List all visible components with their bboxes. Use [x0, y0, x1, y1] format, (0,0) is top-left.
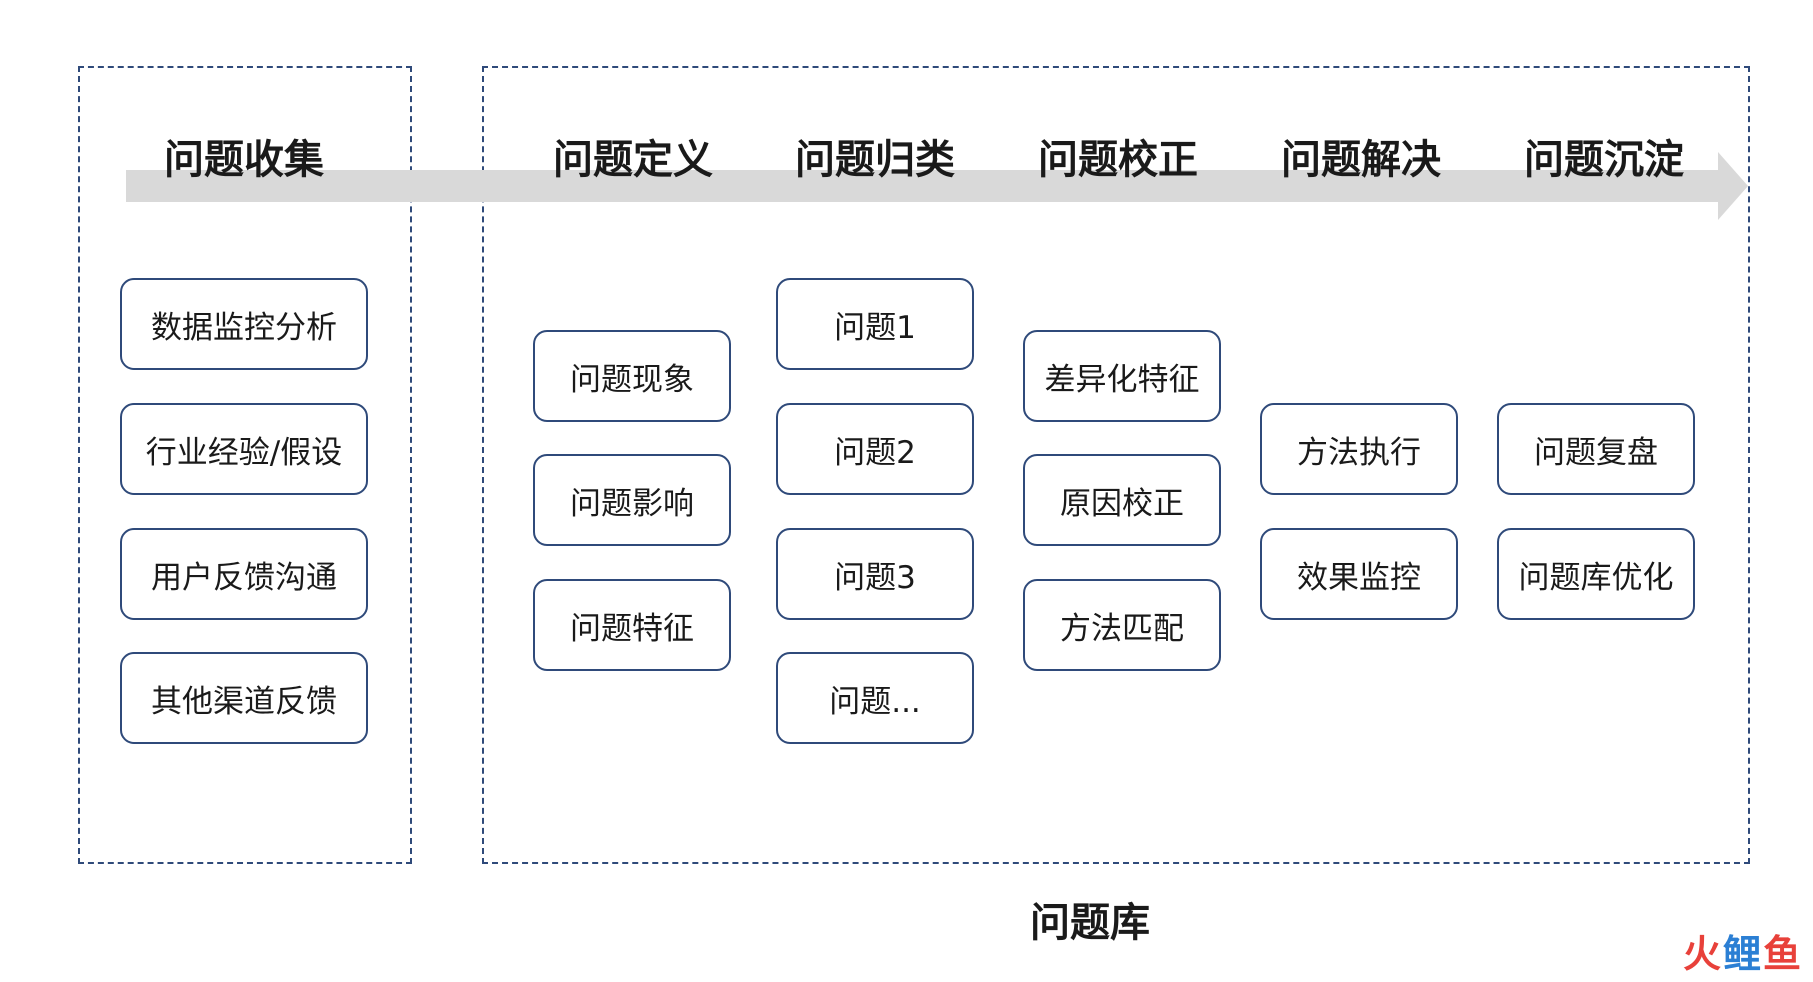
- flow-arrow-shaft: [126, 170, 1720, 202]
- step-box: 问题现象: [533, 330, 731, 422]
- step-box: 问题复盘: [1497, 403, 1695, 495]
- watermark-logo: 火鲤鱼: [1683, 923, 1803, 978]
- step-box: 差异化特征: [1023, 330, 1221, 422]
- step-box: 方法执行: [1260, 403, 1458, 495]
- step-box: 行业经验/假设: [120, 403, 368, 495]
- step-box: 效果监控: [1260, 528, 1458, 620]
- step-box: 问题影响: [533, 454, 731, 546]
- step-box: 用户反馈沟通: [120, 528, 368, 620]
- step-box: 问题库优化: [1497, 528, 1695, 620]
- step-box: 数据监控分析: [120, 278, 368, 370]
- step-box: 问题2: [776, 403, 974, 495]
- step-box: 问题特征: [533, 579, 731, 671]
- step-box: 方法匹配: [1023, 579, 1221, 671]
- stage-title-classify: 问题归类: [795, 137, 955, 183]
- watermark-char: 鲤: [1722, 932, 1763, 976]
- watermark-char: 火: [1682, 932, 1723, 976]
- step-box: 问题3: [776, 528, 974, 620]
- stage-title-collect: 问题收集: [164, 137, 324, 183]
- flow-arrow-head: [1718, 152, 1748, 220]
- watermark-char: 鱼: [1762, 932, 1803, 976]
- step-box: 问题...: [776, 652, 974, 744]
- library-label: 问题库: [1030, 900, 1150, 946]
- stage-title-settle: 问题沉淀: [1524, 137, 1684, 183]
- stage-title-correct: 问题校正: [1038, 137, 1198, 183]
- step-box: 原因校正: [1023, 454, 1221, 546]
- step-box: 问题1: [776, 278, 974, 370]
- collection-group-frame: [78, 66, 412, 864]
- library-group-frame: [482, 66, 1750, 864]
- stage-title-define: 问题定义: [553, 137, 713, 183]
- stage-title-solve: 问题解决: [1281, 137, 1441, 183]
- step-box: 其他渠道反馈: [120, 652, 368, 744]
